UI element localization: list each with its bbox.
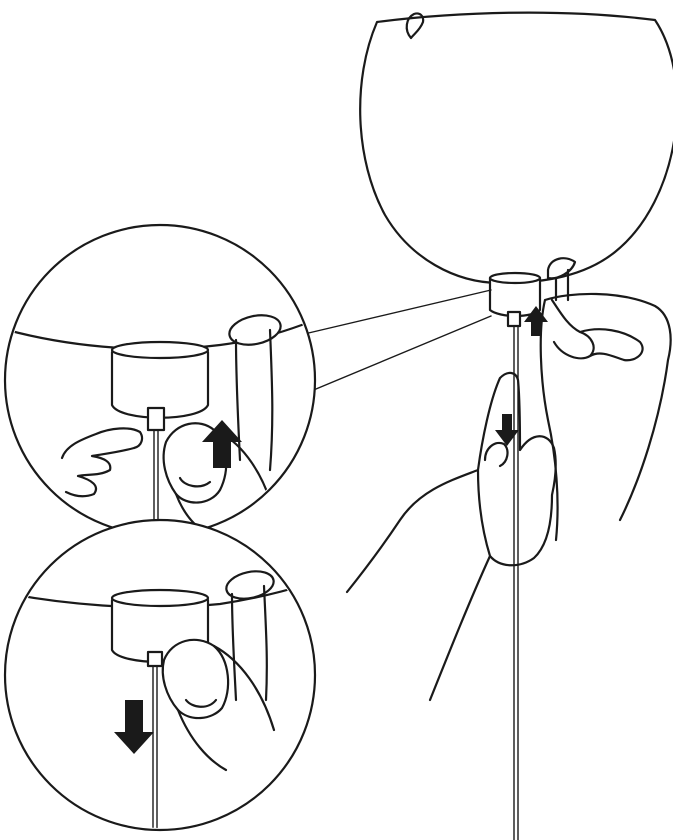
detail-circle-upper [0,225,320,540]
right-hand [541,294,671,540]
upper-stem [148,408,164,430]
canopy-stem [508,312,520,326]
lower-circle-frame [5,520,315,830]
lower-canopy-top [112,590,208,606]
main-lamp-group [300,13,673,840]
main-down-arrow [495,414,519,446]
power-cord-main [514,326,518,840]
upper-canopy-top [112,342,208,358]
detail-circle-lower [0,520,320,840]
lamp-shade [360,13,673,283]
left-hand [347,373,556,700]
lower-stem [148,652,162,666]
canopy-top [490,273,540,283]
